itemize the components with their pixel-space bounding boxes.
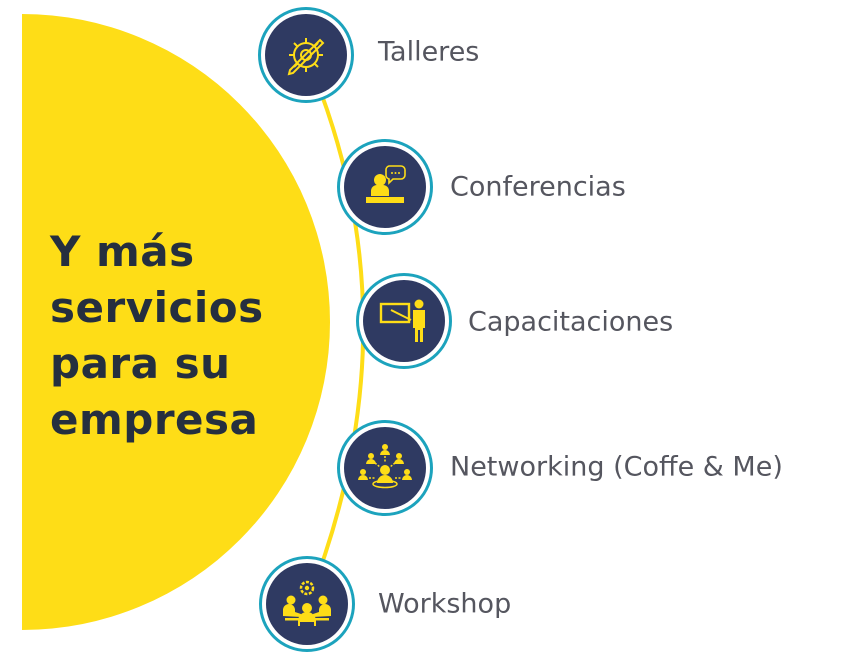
service-label-networking: Networking (Coffe & Me) [450,451,783,483]
capacitaciones-node [356,273,452,369]
networking-node [337,420,433,516]
team-gear-icon [283,580,331,626]
headline-line: empresa [50,395,259,444]
gear-pencil-icon [287,38,325,76]
conferencias-node [337,139,433,235]
headline: Y más servicios para su empresa [50,224,264,448]
yellow-half-circle [22,14,330,630]
talleres-node [258,7,354,103]
headline-line: servicios [50,283,264,332]
headline-line: para su [50,339,231,388]
service-label-conferencias: Conferencias [450,171,626,203]
service-label-workshop: Workshop [378,588,512,620]
workshop-node [259,556,355,652]
speaker-podium-icon [366,165,406,203]
service-label-capacitaciones: Capacitaciones [468,306,674,338]
headline-line: Y más [50,227,195,276]
service-label-talleres: Talleres [378,36,480,68]
presenter-board-icon [379,299,425,342]
network-people-icon [358,444,412,489]
